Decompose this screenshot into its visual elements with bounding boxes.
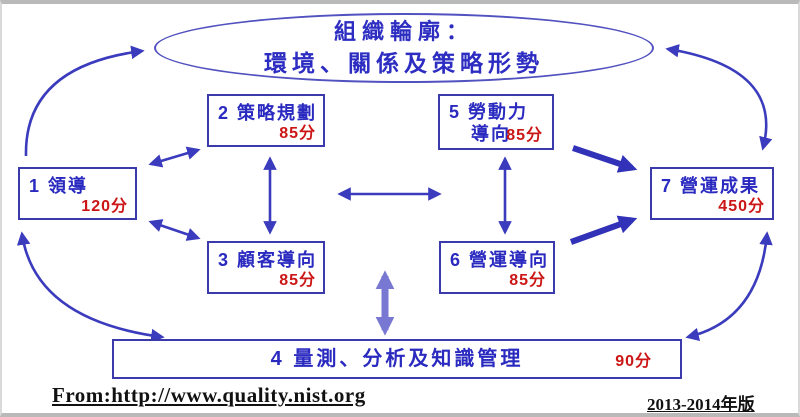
edition-year-text: 2013-2014年版 (647, 395, 755, 414)
arc-leadership-measurement-double (16, 231, 165, 343)
box-5-label-line2: 導向 (471, 124, 511, 144)
box-7-results: 7 營運成果 450分 (650, 167, 774, 220)
box-5-label-line1: 5 勞動力 (449, 102, 529, 122)
profile-title-line1: 組織輪廓： (333, 19, 474, 44)
box-5-score: 85分 (506, 127, 543, 144)
box-4-label: 4 量測、分析及知識管理 (270, 347, 524, 370)
box-2-strategic-planning: 2 策略規劃 85分 (207, 94, 325, 147)
arc-profile-results-double (665, 44, 773, 151)
arc-leadership-to-profile (24, 45, 145, 157)
box-5-workforce-focus: 5 勞動力 導向 85分 (438, 94, 554, 150)
arrow-workforce-to-results (572, 145, 638, 173)
box-6-label: 6 營運導向 (450, 250, 550, 270)
box-6-operations-focus: 6 營運導向 85分 (439, 241, 555, 294)
arc-results-measurement-double (685, 231, 773, 342)
box-4-score: 90分 (615, 353, 652, 370)
box-3-customer-focus: 3 顧客導向 85分 (207, 241, 325, 294)
arrow-leadership-strategy (148, 146, 201, 168)
box-1-score: 120分 (81, 198, 128, 215)
box-4-measurement-analysis-knowledge: 4 量測、分析及知識管理 90分 (112, 339, 682, 379)
organizational-profile-ellipse: 組織輪廓： 環境、關係及策略形勢 (154, 13, 654, 83)
box-2-score: 85分 (279, 125, 316, 142)
box-7-score: 450分 (718, 198, 765, 215)
box-1-label: 1 領導 (29, 176, 89, 196)
box-1-leadership: 1 領導 120分 (18, 167, 137, 220)
source-url-text: From:http://www.quality.nist.org (52, 383, 366, 407)
box-2-label: 2 策略規劃 (218, 103, 318, 123)
box-3-label: 3 顧客導向 (218, 250, 318, 270)
profile-title-line2: 環境、關係及策略形勢 (264, 50, 544, 76)
box-5-label: 5 勞動力 導向 (440, 96, 552, 145)
box-6-score: 85分 (509, 272, 546, 289)
arrow-leadership-customer (148, 219, 201, 241)
box-3-score: 85分 (279, 272, 316, 289)
arrow-operations-to-results (569, 215, 638, 245)
box-7-label: 7 營運成果 (661, 176, 761, 196)
